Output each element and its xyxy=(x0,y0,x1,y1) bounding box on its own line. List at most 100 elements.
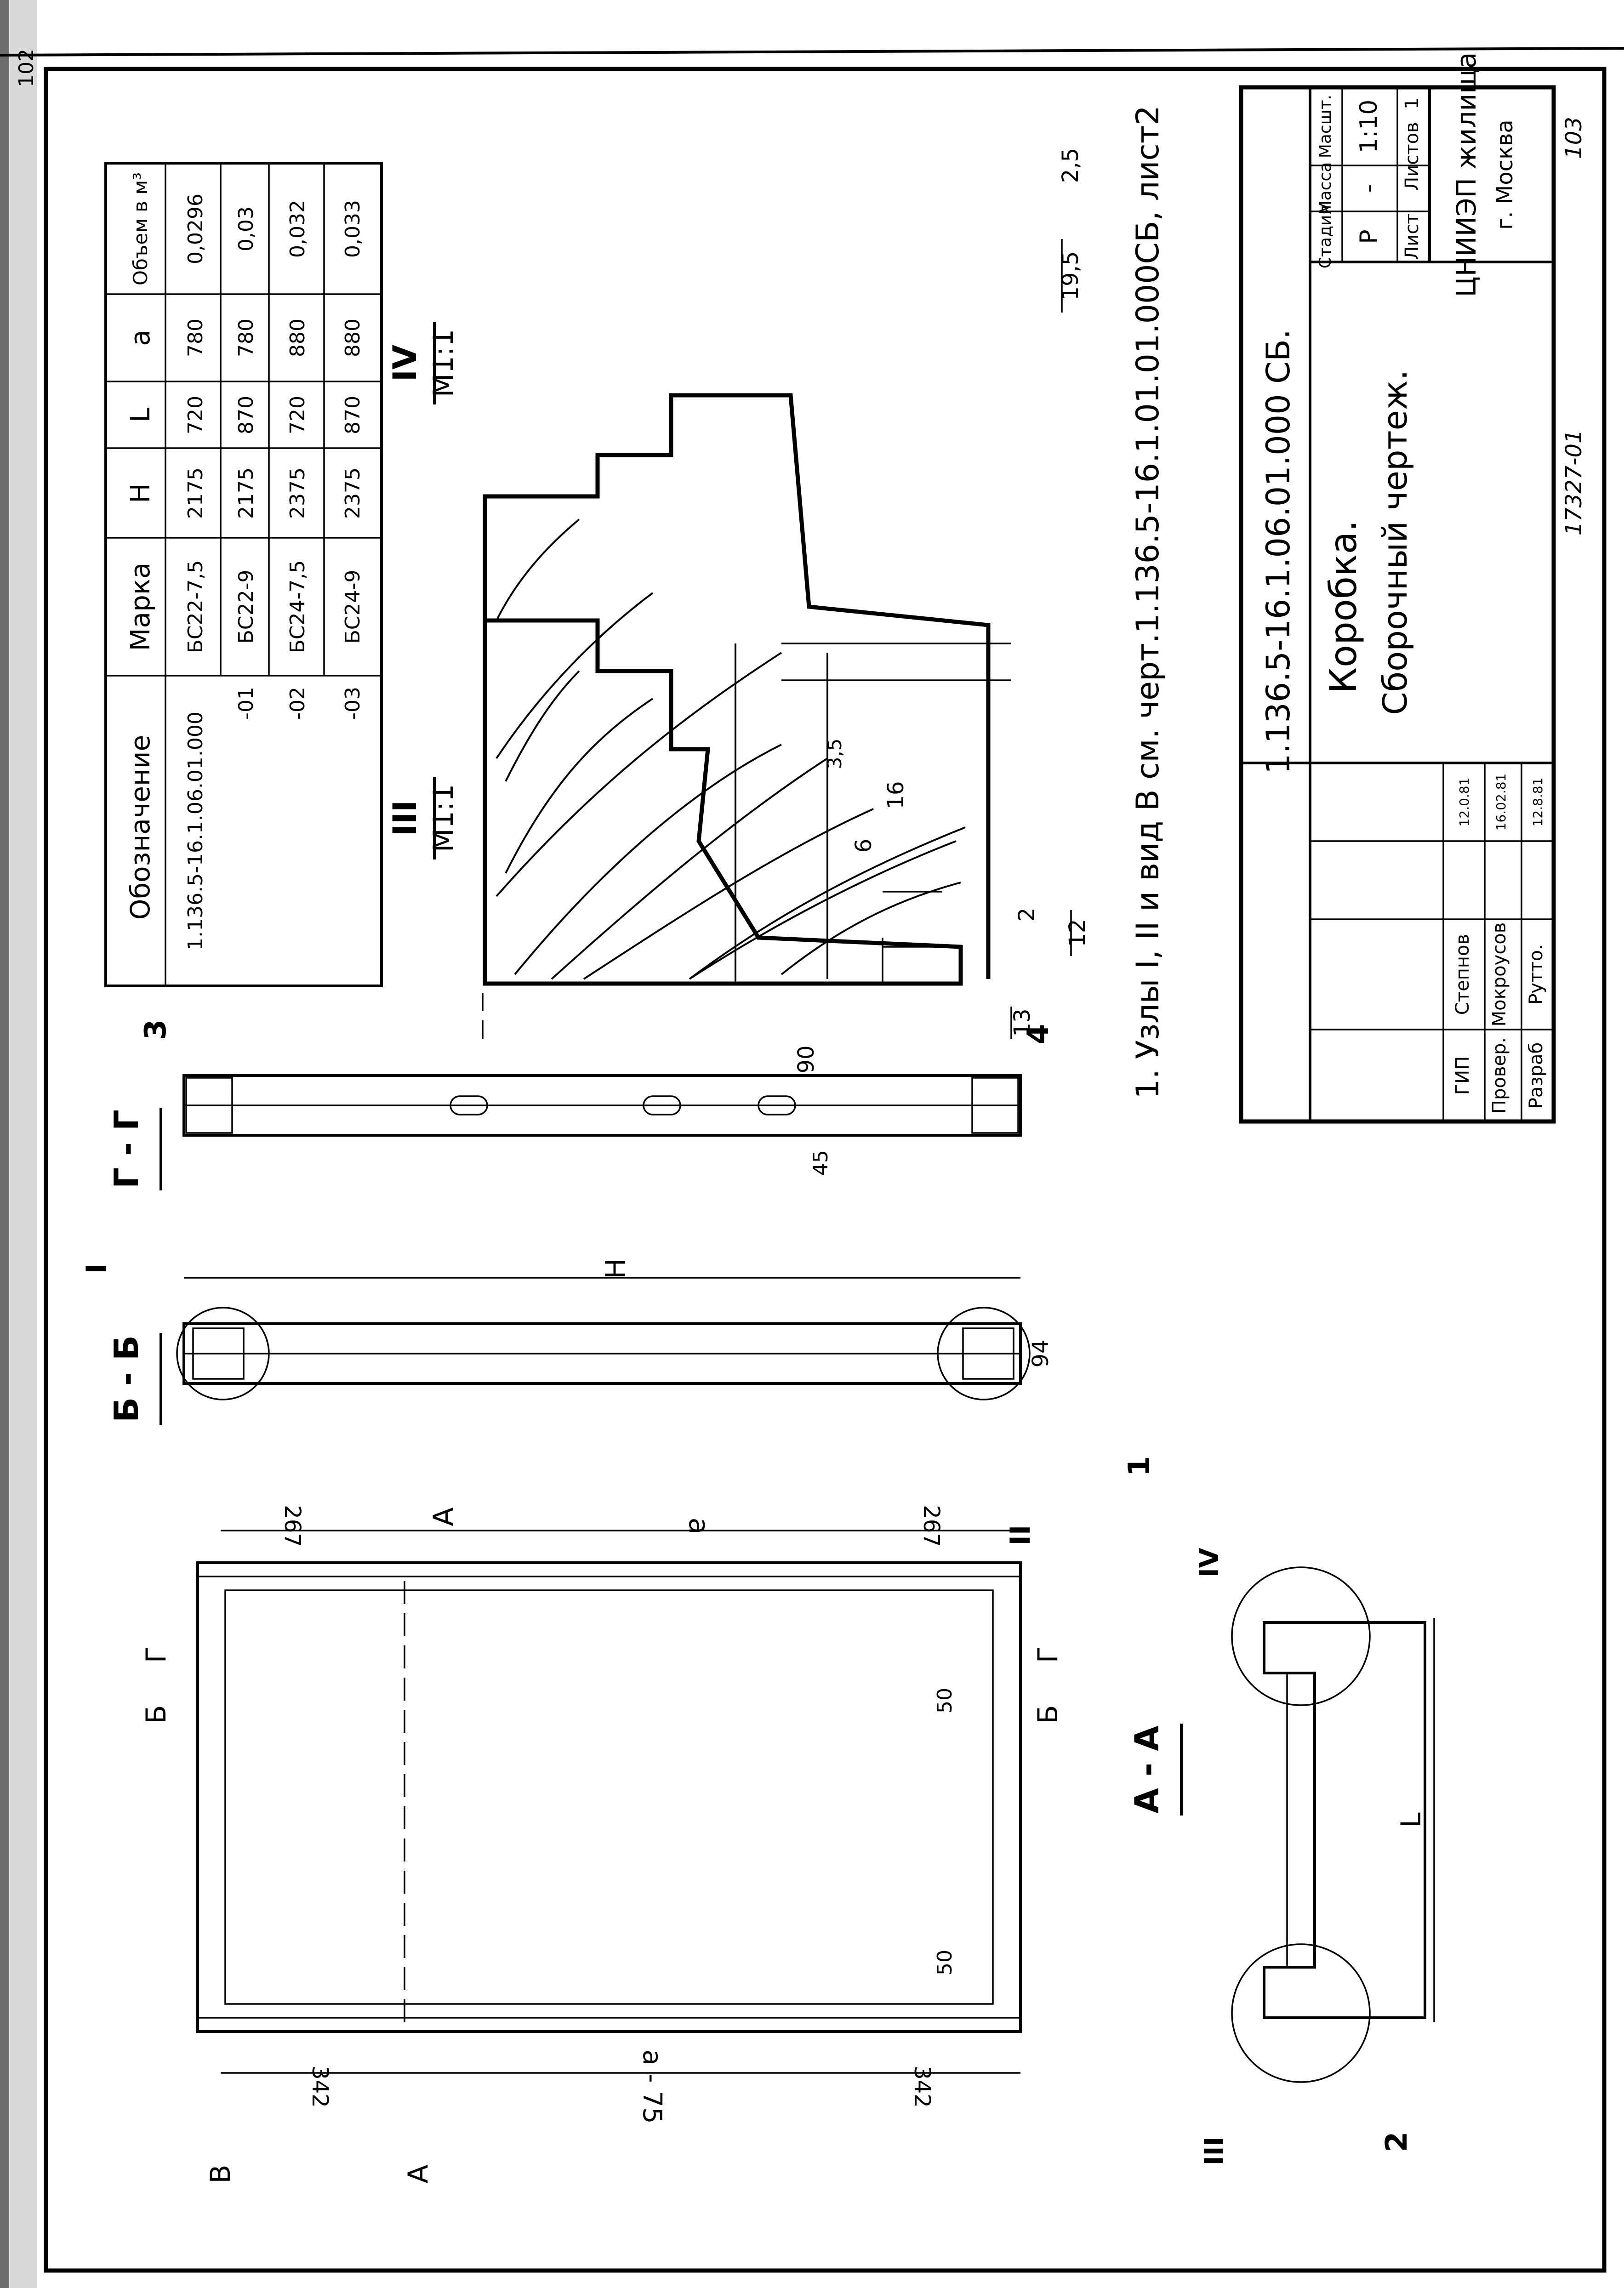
role-row: ГИП Степнов 12.0.81 xyxy=(1452,778,1473,1095)
node-i-label: I xyxy=(80,1264,113,1274)
title-code: 1.136.5-16.1.06.01.000 СБ. xyxy=(1259,329,1297,774)
spec-row: -01 БС22-9 2175 870 780 0,03 xyxy=(234,206,258,720)
section-bb-label: Б - Б xyxy=(107,1335,146,1423)
title-block: 1.136.5-16.1.06.01.000 СБ. Коробка. Сбор… xyxy=(1239,52,1556,1124)
dim-a: а xyxy=(683,1518,715,1535)
node-detail-iii: III М1:1 xyxy=(386,618,963,1039)
callout-4: 4 xyxy=(1021,1024,1055,1045)
dim-50-right: 50 xyxy=(933,1688,957,1713)
node-iii-label: III xyxy=(386,800,424,836)
node-iv-circle xyxy=(1231,1566,1371,1706)
dim-a-75: а - 75 xyxy=(637,2049,667,2123)
title-name-line2: Сборочный чертеж. xyxy=(1376,370,1414,715)
callout-1: 1 xyxy=(1123,1456,1157,1477)
dim-94: 94 xyxy=(1028,1339,1054,1367)
archive-number: 17327-01 xyxy=(1561,429,1587,535)
dim-6: 6 xyxy=(851,839,877,853)
spec-cell-h: 2375 xyxy=(286,467,309,519)
dim-267-bottom: 267 xyxy=(918,1505,944,1547)
arrow-v: В xyxy=(205,2164,237,2183)
spec-cell-l: 720 xyxy=(286,396,309,434)
spec-cell-l: 870 xyxy=(341,396,365,434)
title-stage-label: Стадия xyxy=(1316,205,1335,268)
node-iii-circle xyxy=(1231,1943,1371,2083)
role-name: Рутто. xyxy=(1526,944,1547,1005)
spec-row: -02 БС24-7,5 2375 720 880 0,032 xyxy=(286,200,309,720)
spec-cell-mark: БС24-7,5 xyxy=(286,560,309,654)
drawing-frame xyxy=(44,67,1607,2273)
spec-header-mark: Марка xyxy=(125,563,156,651)
top-edge-line xyxy=(0,47,1624,57)
spec-cell-h: 2175 xyxy=(234,467,258,519)
title-sheets-value: 1 xyxy=(1402,97,1423,109)
role-label: Разраб xyxy=(1526,1042,1547,1109)
spec-header-a: а xyxy=(125,330,156,346)
role-name: Мокроусов xyxy=(1489,922,1510,1027)
node-dims: 13 12 2 6 16 3,5 19,5 2,5 xyxy=(823,148,1090,1039)
spec-cell-designation: -03 xyxy=(341,687,365,720)
dim-h: Н xyxy=(600,1258,632,1279)
page-number-left: 102 xyxy=(15,49,38,87)
front-view: Г Б Г Б В А А 267 а 267 342 а - 75 342 5… xyxy=(140,1505,1064,2183)
spec-header-designation: Обозначение xyxy=(125,735,156,920)
title-org-line2: г. Москва xyxy=(1492,120,1518,230)
spec-row: 1.136.5-16.1.06.01.000 БС22-7,5 2175 720… xyxy=(184,194,207,950)
dim-267-top: 267 xyxy=(279,1505,305,1547)
dim-2: 2 xyxy=(1014,908,1040,922)
dim-90: 90 xyxy=(793,1045,819,1073)
section-aa-label: А - А xyxy=(1128,1725,1166,1814)
spec-cell-l: 870 xyxy=(234,396,258,434)
title-sheet-label: Лист xyxy=(1402,213,1423,260)
dim-12: 12 xyxy=(1065,919,1090,947)
dim-50-left: 50 xyxy=(933,1950,957,1975)
spec-table: Обозначение Марка Н L а Объем в м³ 1.136… xyxy=(104,162,383,987)
spec-cell-volume: 0,033 xyxy=(341,200,365,258)
dim-342-bottom: 342 xyxy=(909,2066,935,2108)
title-mass-value: - xyxy=(1355,184,1383,193)
arrow-b-top: Б xyxy=(140,1705,172,1724)
role-date: 16.02.81 xyxy=(1493,774,1509,831)
role-date: 12.0.81 xyxy=(1457,778,1472,827)
spec-cell-h: 2175 xyxy=(184,467,207,519)
spec-cell-a: 880 xyxy=(286,319,309,357)
title-stage-value: Р xyxy=(1355,229,1383,244)
node-ii-circle xyxy=(937,1307,1031,1400)
section-aa-node-iv: IV xyxy=(1195,1548,1225,1577)
section-bb: Б - Б I II Н 94 xyxy=(80,1258,1054,1545)
spec-cell-a: 780 xyxy=(234,319,258,357)
node-iv-label: IV xyxy=(386,345,424,381)
left-edge-shadow xyxy=(0,0,9,2288)
section-aa-node-iii: III xyxy=(1199,2137,1229,2166)
spec-cell-volume: 0,03 xyxy=(234,206,258,251)
page-number-bottom: 103 xyxy=(1561,117,1587,159)
dim-l: L xyxy=(1395,1812,1427,1828)
node-i-circle xyxy=(176,1307,270,1400)
node-iii-scale: М1:1 xyxy=(427,784,460,852)
dim-13: 13 xyxy=(1009,1008,1035,1036)
section-gg-label: Г - Г xyxy=(107,1110,146,1189)
title-sheets-label: Листов xyxy=(1402,122,1423,190)
note-nodes-reference: 1. Узлы I, II и вид В см. черт.1.136.5-1… xyxy=(1130,105,1166,1099)
arrow-a-top: А xyxy=(427,1507,460,1526)
spec-cell-volume: 0,0296 xyxy=(184,194,207,264)
spec-header-h: Н xyxy=(125,483,156,503)
arrow-a-bottom: А xyxy=(402,2164,434,2183)
section-gg: Г - Г 90 45 xyxy=(107,1045,1022,1190)
role-date: 12.8.81 xyxy=(1530,778,1545,827)
dim-16: 16 xyxy=(883,781,909,809)
dim-342-top: 342 xyxy=(307,2066,333,2108)
spec-cell-mark: БС24-9 xyxy=(341,570,365,644)
title-scale-label: Масшт. xyxy=(1316,95,1335,158)
spec-row: -03 БС24-9 2375 870 880 0,033 xyxy=(341,200,365,720)
node-detail-iv: IV М1:1 xyxy=(386,322,1011,980)
arrow-g-bottom: Г xyxy=(1032,1646,1064,1663)
dim-2-5: 2,5 xyxy=(1058,148,1083,183)
role-label: ГИП xyxy=(1452,1056,1473,1095)
node-ii-label: II xyxy=(1004,1525,1037,1546)
spec-header-l: L xyxy=(125,408,156,422)
node-iv-scale: М1:1 xyxy=(427,329,460,397)
arrow-g-top: Г xyxy=(140,1646,172,1663)
role-name: Степнов xyxy=(1452,934,1473,1015)
dim-3-5: 3,5 xyxy=(823,739,846,769)
